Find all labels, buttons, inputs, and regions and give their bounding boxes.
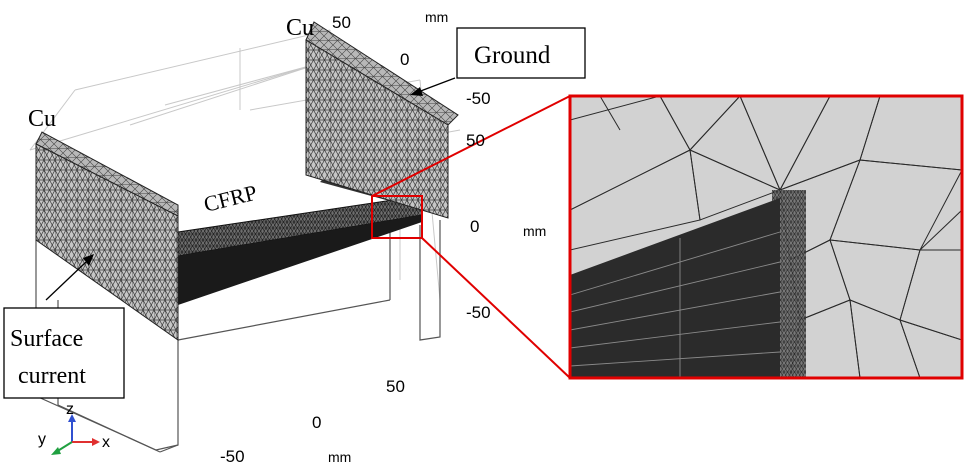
label-cfrp: CFRP	[201, 180, 259, 217]
triad-x-label: x	[102, 434, 110, 451]
surface-current-label-box	[3, 307, 125, 399]
cu-electrode-left	[35, 131, 179, 341]
top-axis-tick-minus50: -50	[466, 89, 491, 108]
zoom-inset	[570, 96, 962, 378]
label-surface-current-line1: Surface	[10, 326, 83, 352]
label-cu-left: Cu	[28, 106, 56, 132]
top-axis-tick-50: 50	[332, 13, 351, 32]
ground-arrow	[410, 77, 456, 96]
bottom-axis-unit: mm	[328, 449, 351, 465]
triad-z-label: z	[66, 401, 74, 418]
top-axis-unit: mm	[425, 9, 448, 25]
zoom-indicator	[371, 95, 571, 379]
bottom-axis-tick-50: 50	[386, 377, 405, 396]
top-axis-tick-0: 0	[400, 50, 409, 69]
axis-triad: z x y	[38, 401, 110, 455]
label-cu-right: Cu	[286, 15, 314, 41]
cu-electrode-right	[305, 21, 459, 219]
triad-y-label: y	[38, 431, 46, 448]
vertical-axis-tick-0: 0	[470, 217, 479, 236]
ground-label-box	[456, 27, 586, 79]
label-surface-current-line2: current	[18, 363, 86, 389]
bottom-axis-tick-0: 0	[312, 413, 321, 432]
vertical-axis-unit: mm	[523, 223, 546, 239]
vertical-axis-tick-minus50: -50	[466, 303, 491, 322]
label-ground: Ground	[474, 42, 551, 69]
surface-current-arrow	[45, 254, 94, 301]
zoom-inset-frame	[568, 94, 964, 380]
bottom-axis-tick-minus50: -50	[220, 447, 245, 466]
vertical-axis-tick-50: 50	[466, 131, 485, 150]
